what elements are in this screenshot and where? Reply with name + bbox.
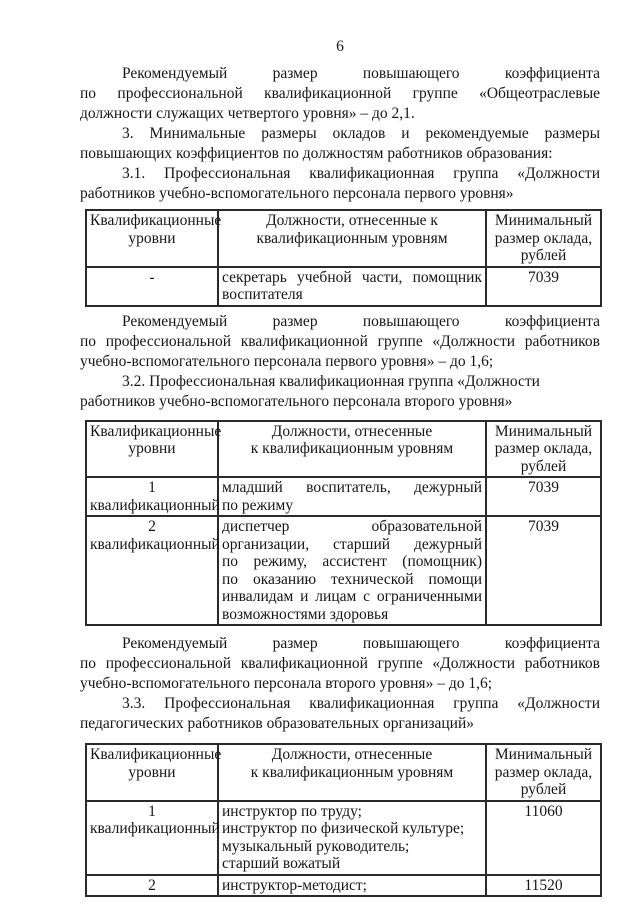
table-row: 2 квалификационный диспетчер образовател… — [85, 515, 602, 626]
para-coeff-clerks-level4: Рекомендуемый размер повышающего коэффиц… — [80, 64, 600, 124]
position-line: диспетчер образовательной — [222, 518, 482, 535]
position-line: младший воспитатель, дежурный — [222, 479, 482, 496]
para-coeff-support-level1: Рекомендуемый размер повышающего коэффиц… — [80, 312, 600, 372]
positions-cell: инструктор-методист; — [217, 873, 487, 897]
text-line: педагогических работников образовательны… — [80, 715, 475, 732]
table-support-staff-level2: Квалификационные уровни Должности, отнес… — [85, 419, 602, 626]
para-section-3: 3. Минимальные размеры окладов и рекомен… — [80, 124, 600, 164]
table-row: 2 инструктор-методист; 11520 — [85, 873, 602, 897]
text-line: Рекомендуемый размер повышающего коэффиц… — [122, 65, 600, 82]
col-header-positions: Должности, отнесенные к квалификационным… — [217, 419, 487, 478]
position-line: инвалидам и лицам с ограниченными — [222, 588, 482, 605]
text-line: 3.3. Профессиональная квалификационная г… — [122, 695, 600, 712]
position-line: секретарь учебной части, помощник — [222, 268, 482, 286]
text-line: по профессиональной квалификационной гру… — [80, 332, 600, 350]
para-section-3-2: 3.2. Профессиональная квалификационная г… — [80, 372, 600, 412]
position-line: по режиму, ассистент (помощник) — [222, 553, 482, 570]
position-line: старший вожатый — [222, 855, 341, 872]
salary-cell: 7039 — [485, 515, 602, 626]
text-line: работников учебно-вспомогательного персо… — [80, 185, 514, 202]
para-section-3-1: 3.1. Профессиональная квалификационная г… — [80, 164, 600, 204]
table-header-row: Квалификационные уровни Должности, отнес… — [85, 419, 602, 478]
col-header-min-salary: Минимальный размер оклада, рублей — [485, 209, 602, 268]
position-line: по оказанию технической помощи — [222, 570, 482, 588]
position-line: инструктор-методист; — [222, 876, 367, 894]
positions-cell: секретарь учебной части, помощник воспит… — [217, 265, 487, 307]
table-support-staff-level1: Квалификационные уровни Должности, отнес… — [85, 209, 602, 307]
text-line: повышающих коэффициентов по должностям р… — [80, 145, 553, 162]
position-line: инструктор по физической культуре; — [222, 820, 465, 837]
col-header-qualification-levels: Квалификационные уровни — [85, 743, 221, 802]
col-header-positions: Должности, отнесенные к квалификационным… — [217, 743, 487, 802]
col-header-min-salary: Минимальный размер оклада, рублей — [485, 419, 602, 478]
position-line: воспитателя — [222, 286, 303, 303]
qual-level-cell: 1 квалификационный — [85, 799, 220, 876]
text-line: Рекомендуемый размер повышающего коэффиц… — [122, 635, 600, 652]
qual-level-cell: 1 квалификационный — [85, 476, 220, 517]
positions-cell: инструктор по труду; инструктор по физич… — [217, 799, 487, 876]
qual-level-cell: 2 — [85, 873, 219, 897]
qual-level-cell: - — [85, 265, 219, 307]
table-row: 1 квалификационный инструктор по труду; … — [85, 799, 602, 876]
text-line: учебно-вспомогательного персонала первог… — [80, 352, 494, 370]
salary-cell: 11060 — [485, 799, 602, 876]
para-section-3-3: 3.3. Профессиональная квалификационная г… — [80, 694, 600, 734]
position-line: инструктор по труду; — [222, 802, 362, 820]
table-row: 1 квалификационный младший воспитатель, … — [85, 476, 602, 517]
text-line: по профессиональной квалификационной гру… — [80, 85, 600, 102]
positions-cell: младший воспитатель, дежурный по режиму — [217, 476, 487, 517]
text-line: работников учебно-вспомогательного персо… — [80, 392, 513, 410]
text-line: 3. Минимальные размеры окладов и рекомен… — [122, 125, 600, 142]
text-line: 3.1. Профессиональная квалификационная г… — [122, 165, 600, 182]
text-line: по профессиональной квалификационной гру… — [80, 655, 600, 672]
para-coeff-support-level2: Рекомендуемый размер повышающего коэффиц… — [80, 634, 600, 694]
page-number: 6 — [336, 38, 344, 55]
salary-cell: 7039 — [485, 476, 602, 517]
salary-cell: 11520 — [485, 873, 602, 897]
table-row: - секретарь учебной части, помощник восп… — [85, 265, 602, 307]
text-line: Рекомендуемый размер повышающего коэффиц… — [122, 312, 600, 330]
salary-cell: 7039 — [485, 265, 602, 307]
table-header-row: Квалификационные уровни Должности, отнес… — [85, 209, 602, 268]
position-line: по режиму — [222, 496, 294, 514]
table-header-row: Квалификационные уровни Должности, отнес… — [85, 743, 602, 802]
col-header-min-salary: Минимальный размер оклада, рублей — [485, 743, 602, 802]
qual-level-cell: 2 квалификационный — [85, 515, 220, 626]
col-header-qualification-levels: Квалификационные уровни — [85, 419, 221, 478]
col-header-qualification-levels: Квалификационные уровни — [85, 209, 221, 268]
positions-cell: диспетчер образовательной организации, с… — [217, 515, 487, 626]
position-line: возможностями здоровья — [222, 605, 389, 623]
position-line: музыкальный руководитель; — [222, 837, 410, 855]
col-header-positions: Должности, отнесенные к квалификационным… — [217, 209, 487, 268]
text-line: учебно-вспомогательного персонала второг… — [80, 675, 493, 692]
position-line: организации, старший дежурный — [222, 535, 482, 553]
text-line: должности служащих четвертого уровня» – … — [80, 105, 415, 122]
text-line: 3.2. Профессиональная квалификационная г… — [122, 372, 540, 390]
table-teaching-staff: Квалификационные уровни Должности, отнес… — [85, 743, 602, 897]
